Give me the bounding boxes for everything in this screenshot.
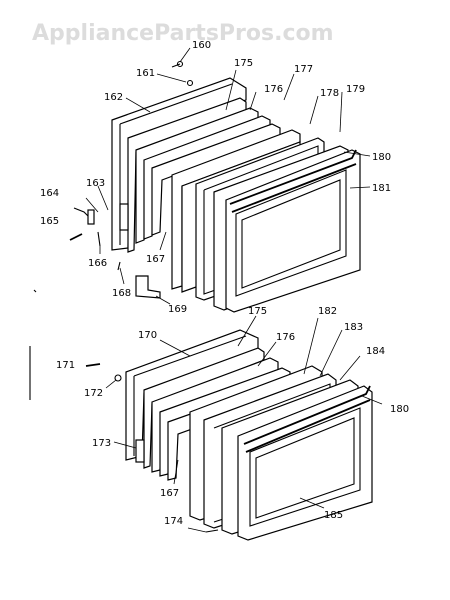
callout-176-upper: 176 <box>264 84 283 95</box>
callout-183: 183 <box>344 322 363 333</box>
leader-lines <box>85 47 383 533</box>
callout-162: 162 <box>104 92 123 103</box>
part-172-washer <box>114 374 122 382</box>
part-161-washer <box>186 79 194 87</box>
callout-184: 184 <box>366 346 385 357</box>
callout-175-lower: 175 <box>248 306 267 317</box>
part-163-hinge <box>119 203 129 231</box>
callout-167-upper: 167 <box>146 254 165 265</box>
part-165-screw <box>69 233 83 241</box>
callout-175-upper: 175 <box>234 58 253 69</box>
callout-160: 160 <box>192 40 211 51</box>
callout-167-lower: 167 <box>160 488 179 499</box>
part-180-handle-lower <box>243 385 371 445</box>
callout-180-upper: 180 <box>372 152 391 163</box>
callout-labels: 160 161 162 175 176 177 178 179 180 181 … <box>40 40 409 527</box>
lower-door-assembly <box>29 289 373 541</box>
callout-181: 181 <box>372 183 391 194</box>
callout-174: 174 <box>164 516 183 527</box>
callout-163: 163 <box>86 178 105 189</box>
callout-182: 182 <box>318 306 337 317</box>
part-181-window <box>235 169 347 297</box>
part-185-window <box>249 407 361 527</box>
part-166-pin <box>97 231 101 247</box>
part-174-screw <box>205 529 219 533</box>
callout-176-lower: 176 <box>276 332 295 343</box>
part-181-door-frame <box>225 149 361 313</box>
callout-166: 166 <box>88 258 107 269</box>
part-180-handle <box>229 149 357 205</box>
callout-177: 177 <box>294 64 313 75</box>
watermark: AppliancePartsPros.com <box>32 21 334 46</box>
part-171-screw <box>85 363 101 367</box>
part-168-screw <box>117 261 121 271</box>
callout-170: 170 <box>138 330 157 341</box>
callout-179: 179 <box>346 84 365 95</box>
callout-172: 172 <box>84 388 103 399</box>
callout-180-lower: 180 <box>390 404 409 415</box>
part-160-screw <box>176 60 184 68</box>
callout-173: 173 <box>92 438 111 449</box>
callout-169: 169 <box>168 304 187 315</box>
callout-171: 171 <box>56 360 75 371</box>
callout-178: 178 <box>320 88 339 99</box>
callout-164: 164 <box>40 188 59 199</box>
part-173-hinge <box>135 439 145 463</box>
callout-185: 185 <box>324 510 343 521</box>
callout-161: 161 <box>136 68 155 79</box>
part-169-hinge-clip <box>135 275 161 299</box>
callout-168: 168 <box>112 288 131 299</box>
upper-door-assembly <box>69 60 361 313</box>
callout-165: 165 <box>40 216 59 227</box>
